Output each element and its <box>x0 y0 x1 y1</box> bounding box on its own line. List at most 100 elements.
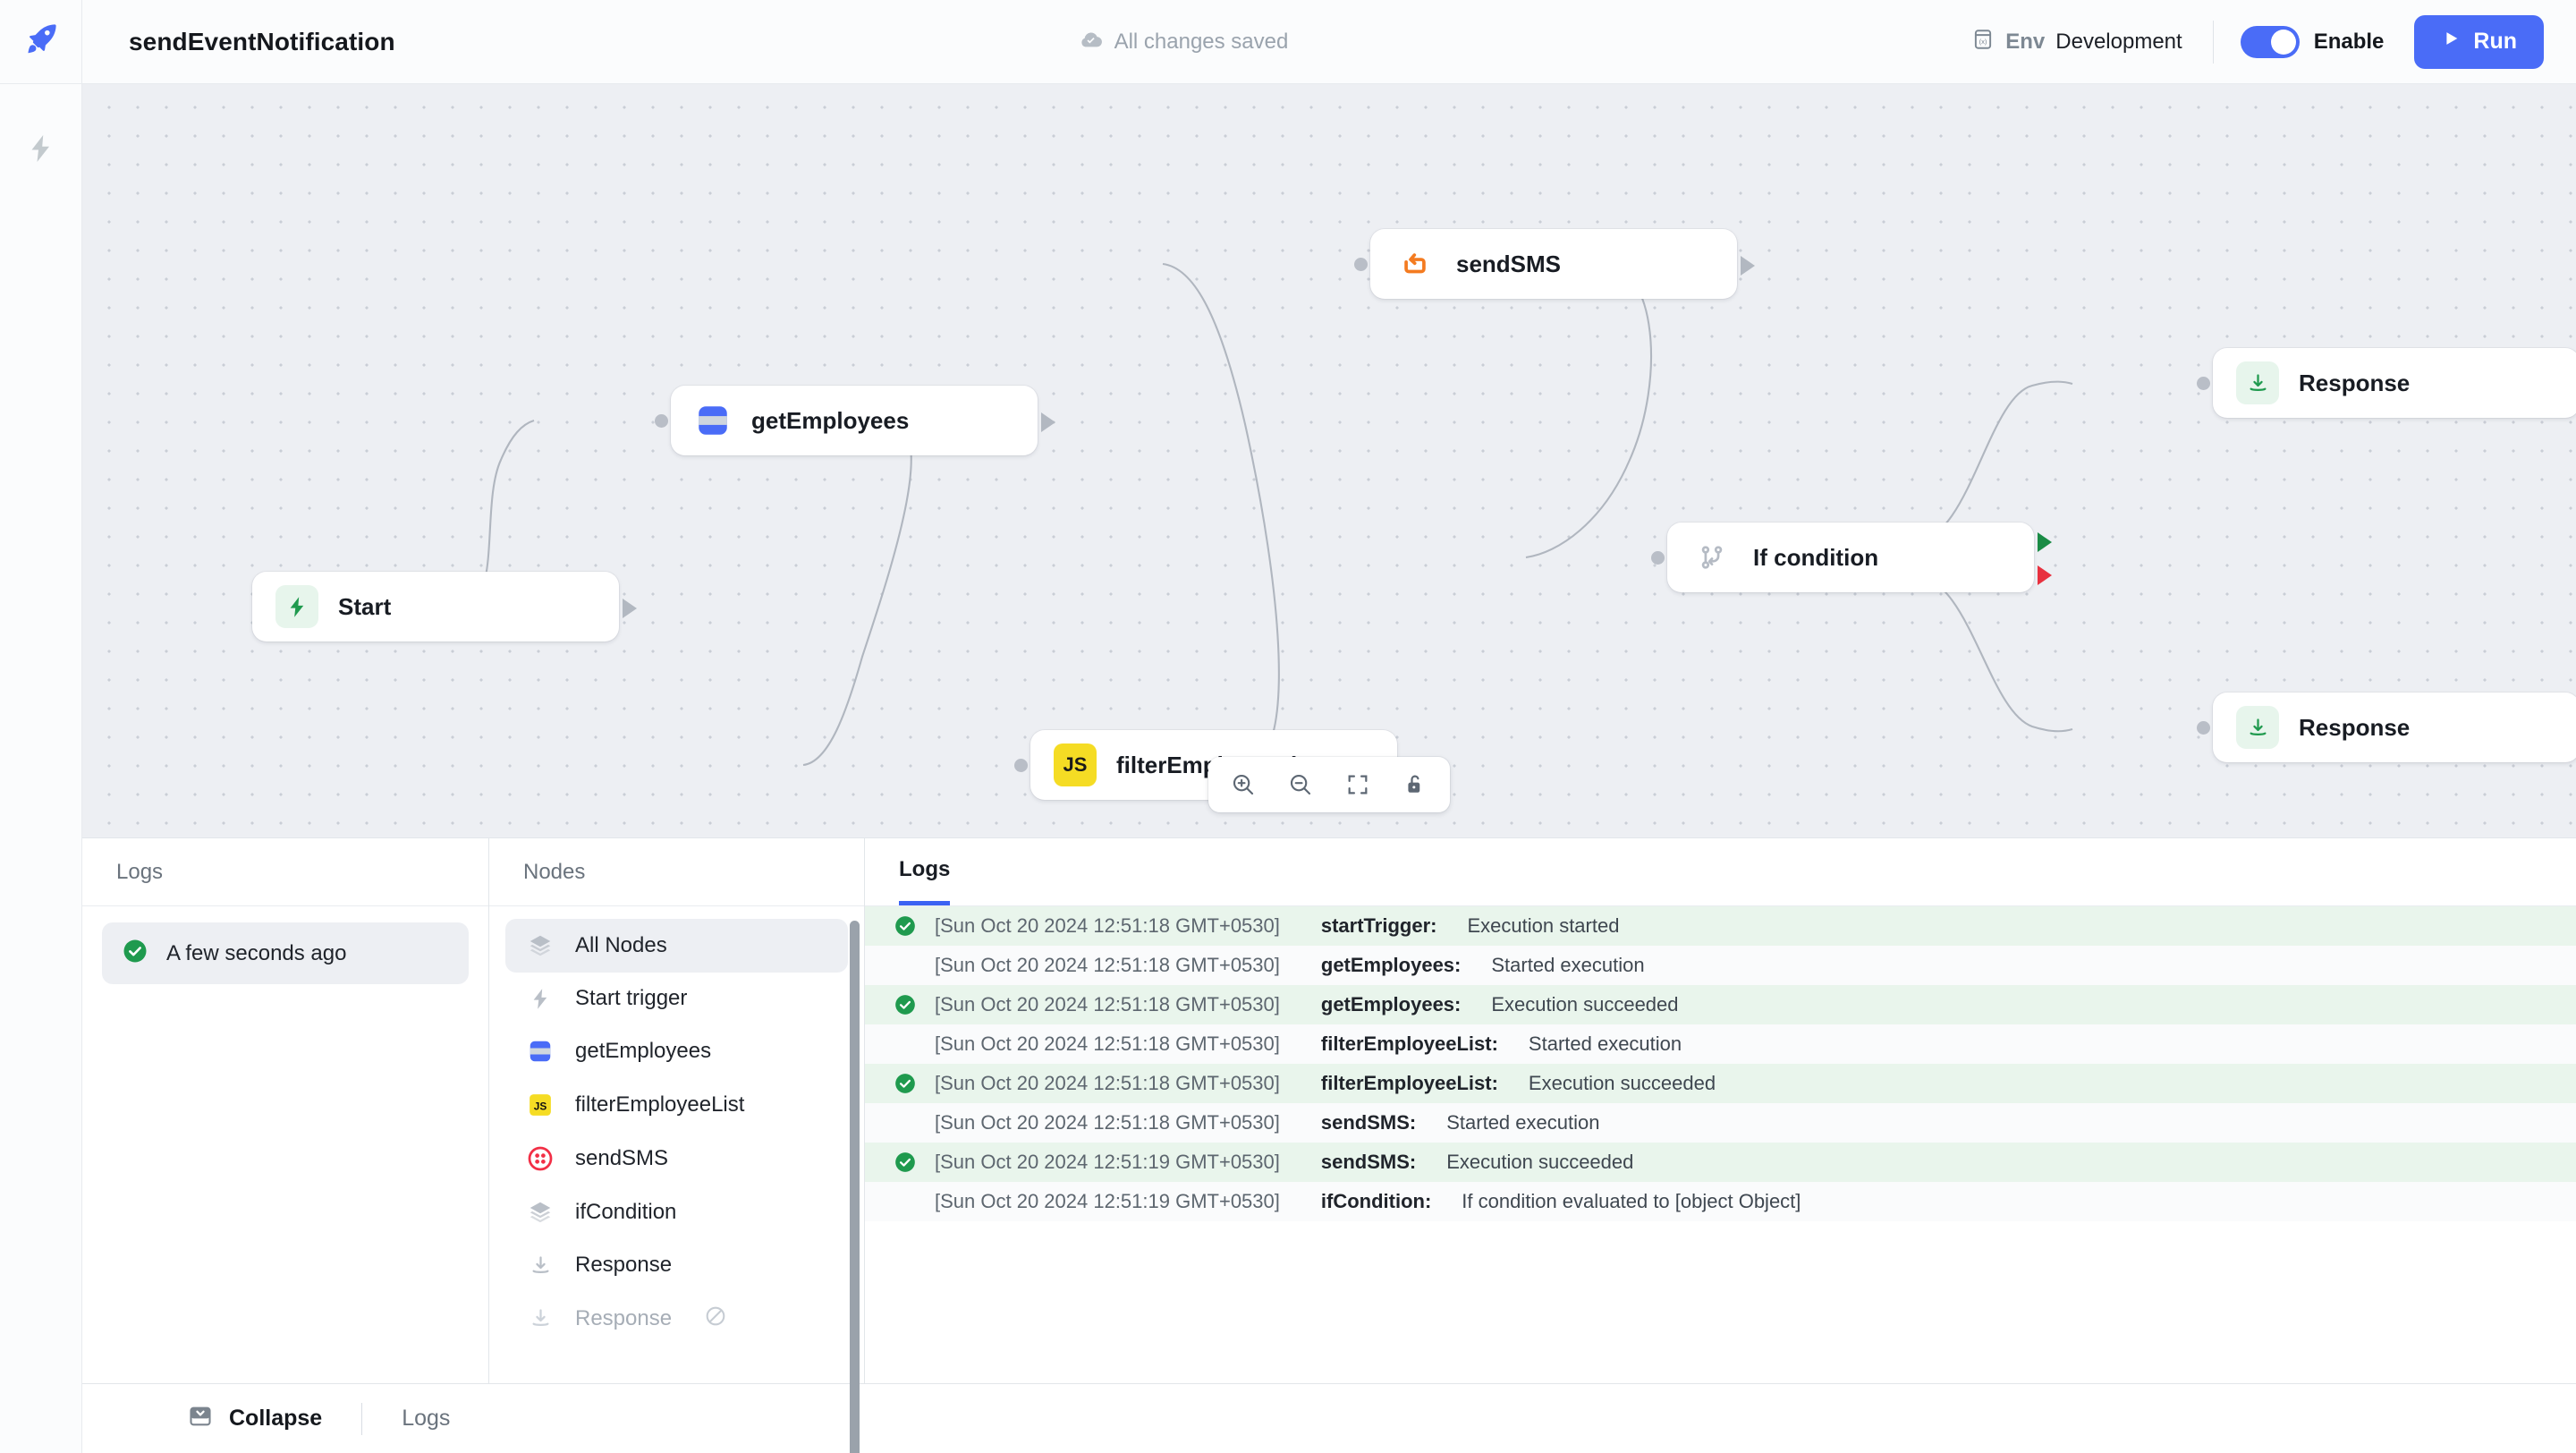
log-detail-column: Logs [Sun Oct 20 2024 12:51:18 GMT+0530]… <box>865 838 2576 1383</box>
node-label: Response <box>2299 713 2411 741</box>
workflow-canvas[interactable]: Start getEmployees <box>82 84 2576 837</box>
canvas-node-ifcondition[interactable]: If condition <box>1667 523 2034 592</box>
app-logo[interactable] <box>0 0 82 83</box>
scrollbar-thumb[interactable] <box>850 921 860 1453</box>
node-label: getEmployees <box>751 406 910 434</box>
nodes-list-item-label: filterEmployeeList <box>575 1092 745 1117</box>
log-entry-row: [Sun Oct 20 2024 12:51:18 GMT+0530] filt… <box>865 1064 2576 1103</box>
divider <box>361 1402 363 1435</box>
lightning-bolt-icon <box>25 132 57 169</box>
log-timestamp: [Sun Oct 20 2024 12:51:18 GMT+0530] <box>935 1111 1280 1134</box>
nodes-list-item-label: Response <box>575 1305 673 1330</box>
node-output-arrow <box>1741 256 1755 276</box>
log-node-name: sendSMS: <box>1320 1151 1417 1173</box>
nodes-column: Nodes All Nodes <box>489 838 865 1453</box>
enable-label: Enable <box>2313 29 2385 54</box>
node-input-handle[interactable] <box>2197 721 2210 735</box>
sidebar-item-triggers[interactable] <box>21 131 61 170</box>
canvas-node-sendsms[interactable]: sendSMS <box>1370 229 1737 299</box>
node-output-arrow <box>1041 412 1055 432</box>
lightning-bolt-icon <box>525 987 555 1011</box>
log-message: Execution succeeded <box>1491 993 1679 1015</box>
node-label: sendSMS <box>1456 250 1562 277</box>
log-message: Started execution <box>1528 1032 1682 1055</box>
nodes-scrollbar[interactable] <box>850 921 860 1453</box>
database-blue-icon <box>525 1038 555 1065</box>
response-green-icon <box>2236 706 2279 749</box>
unlock-button[interactable] <box>1393 762 1437 807</box>
nodes-list-item-all-nodes[interactable]: All Nodes <box>505 919 848 973</box>
layers-icon <box>525 932 555 959</box>
left-sidebar <box>0 84 82 1453</box>
js-icon: JS <box>525 1092 555 1118</box>
nodes-list: All Nodes Start trigger <box>489 906 864 1383</box>
node-input-handle[interactable] <box>1651 551 1665 565</box>
enable-toggle-group[interactable]: Enable <box>2240 25 2415 58</box>
page-title: sendEventNotification <box>129 27 395 55</box>
nodes-list-item-response-disabled[interactable]: Response <box>505 1291 848 1346</box>
nodes-list-item-response[interactable]: Response <box>505 1239 848 1291</box>
twilio-icon <box>525 1145 555 1172</box>
nodes-list-item-label: Response <box>575 1253 673 1277</box>
env-value: Development <box>2055 29 2182 54</box>
fit-view-button[interactable] <box>1335 762 1380 807</box>
log-node-name: getEmployees: <box>1320 993 1462 1015</box>
log-node-name: filterEmployeeList: <box>1320 1032 1498 1055</box>
nodes-list-item-sendsms[interactable]: sendSMS <box>505 1132 848 1185</box>
runs-column-title: Logs <box>116 859 164 884</box>
env-variable-icon: (x) <box>1971 28 1995 55</box>
log-timestamp: [Sun Oct 20 2024 12:51:18 GMT+0530] <box>935 1032 1280 1055</box>
runs-column: Logs A few seconds ago <box>82 838 489 1383</box>
footer-logs-tab[interactable]: Logs <box>402 1406 451 1431</box>
node-input-handle[interactable] <box>1014 759 1028 772</box>
node-output-true-arrow <box>2038 532 2052 552</box>
nodes-list-item-label: All Nodes <box>575 933 667 957</box>
nodes-list-item-getemployees[interactable]: getEmployees <box>505 1024 848 1078</box>
run-list-item-label: A few seconds ago <box>166 940 347 965</box>
canvas-toolbar <box>1208 757 1450 812</box>
toggle-knob <box>2270 29 2296 55</box>
git-branch-icon <box>1690 536 1733 579</box>
canvas-node-getemployees[interactable]: getEmployees <box>671 386 1038 455</box>
zoom-in-button[interactable] <box>1221 762 1266 807</box>
rocket-icon <box>22 21 60 63</box>
top-bar: sendEventNotification All changes saved … <box>0 0 2576 84</box>
canvas-node-start[interactable]: Start <box>252 572 619 642</box>
log-message: Execution succeeded <box>1528 1072 1716 1094</box>
svg-text:JS: JS <box>534 1100 547 1113</box>
svg-text:(x): (x) <box>1979 38 1987 46</box>
success-check-icon <box>892 1072 919 1095</box>
nodes-list-item-ifcondition[interactable]: ifCondition <box>505 1185 848 1239</box>
collapse-button[interactable]: Collapse <box>188 1404 322 1433</box>
run-list-item[interactable]: A few seconds ago <box>102 922 469 984</box>
play-icon <box>2441 29 2461 55</box>
log-message: Started execution <box>1446 1111 1600 1134</box>
node-output-false-arrow <box>2038 565 2052 585</box>
tab-logs[interactable]: Logs <box>899 838 951 905</box>
log-entry-row: [Sun Oct 20 2024 12:51:18 GMT+0530] star… <box>865 906 2576 946</box>
run-button[interactable]: Run <box>2414 14 2544 69</box>
log-entries-list: [Sun Oct 20 2024 12:51:18 GMT+0530] star… <box>865 906 2576 1383</box>
collapse-label: Collapse <box>229 1406 323 1431</box>
disabled-icon <box>704 1304 727 1332</box>
zoom-out-button[interactable] <box>1278 762 1323 807</box>
enable-toggle[interactable] <box>2240 25 2300 58</box>
success-check-icon <box>122 938 148 969</box>
node-input-handle[interactable] <box>2197 377 2210 390</box>
env-selector[interactable]: (x) Env Development <box>1971 28 2212 55</box>
detail-tabbar: Logs <box>865 838 2576 906</box>
log-message: Execution started <box>1467 914 1620 937</box>
nodes-list-item-filteremployeelist[interactable]: JS filterEmployeeList <box>505 1078 848 1132</box>
runs-column-header: Logs <box>82 838 488 906</box>
log-node-name: sendSMS: <box>1320 1111 1417 1134</box>
log-entry-row: [Sun Oct 20 2024 12:51:19 GMT+0530] ifCo… <box>865 1182 2576 1221</box>
node-input-handle[interactable] <box>655 414 668 428</box>
log-timestamp: [Sun Oct 20 2024 12:51:18 GMT+0530] <box>935 1072 1280 1094</box>
success-check-icon <box>892 1151 919 1174</box>
runs-list: A few seconds ago <box>82 906 488 1000</box>
canvas-node-response-false[interactable]: Response <box>2213 693 2576 762</box>
node-input-handle[interactable] <box>1354 258 1368 271</box>
save-status: All changes saved <box>395 0 1972 83</box>
canvas-node-response-true[interactable]: Response <box>2213 348 2576 418</box>
nodes-list-item-start-trigger[interactable]: Start trigger <box>505 973 848 1024</box>
